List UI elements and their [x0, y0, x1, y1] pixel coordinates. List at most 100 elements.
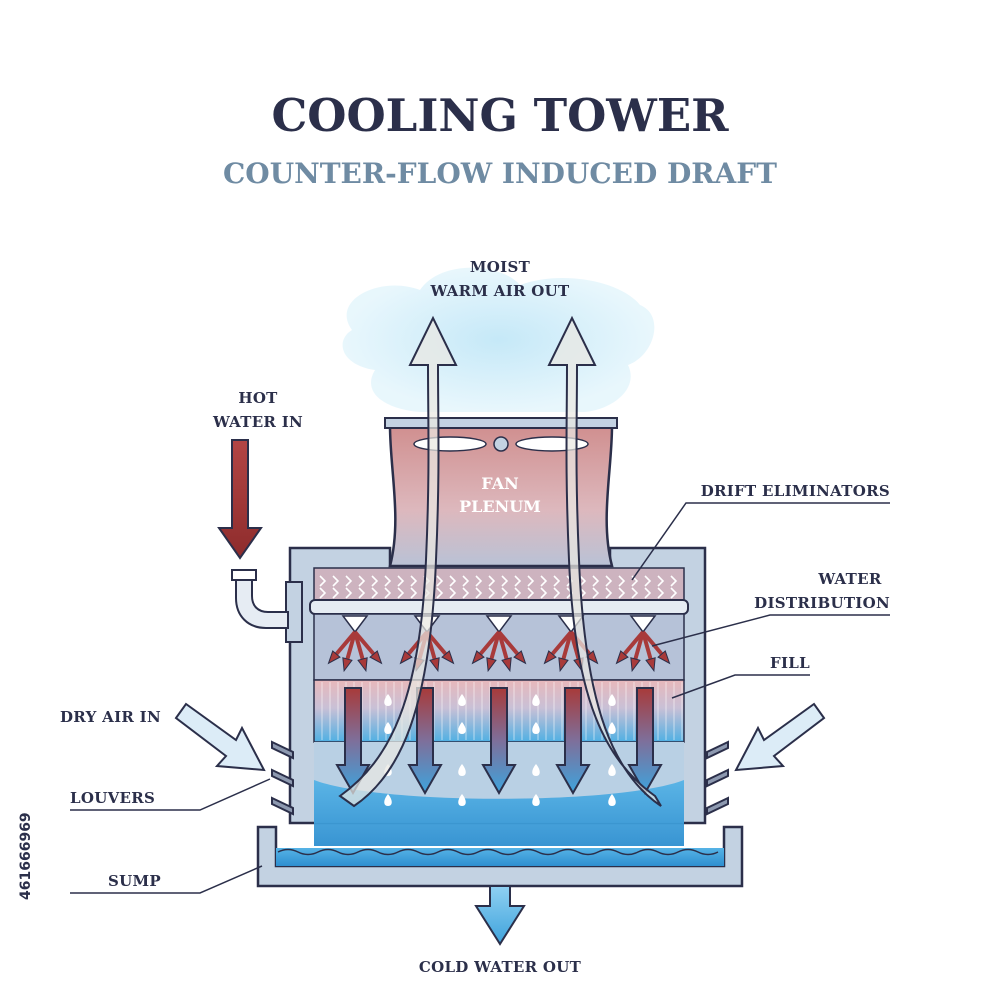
- drift-eliminators: [313, 567, 685, 603]
- stock-id: 461666969: [18, 812, 34, 900]
- sump: [256, 825, 744, 888]
- chevron-mark: [514, 575, 522, 587]
- basin-water: [314, 780, 684, 846]
- label-hot-water-in-line1: HOT: [238, 389, 278, 407]
- water-drop: [532, 722, 540, 734]
- label-cold-water-out: COLD WATER OUT: [419, 958, 582, 976]
- water-drop: [458, 794, 466, 806]
- leader-lines: [70, 502, 890, 894]
- chevron-mark: [345, 587, 353, 599]
- chevron-mark: [540, 587, 548, 599]
- water-drop: [458, 694, 466, 706]
- chevron-mark: [527, 575, 535, 587]
- chevron-mark: [397, 587, 405, 599]
- water-flow-down-arrow: [481, 687, 517, 796]
- chevron-mark: [527, 587, 535, 599]
- water-drop: [532, 764, 540, 776]
- fan-plenum: [384, 417, 618, 568]
- chevron-mark: [644, 587, 652, 599]
- chevron-mark: [488, 587, 496, 599]
- chevron-mark: [670, 587, 678, 599]
- chevron-mark: [592, 587, 600, 599]
- chevron-mark: [475, 587, 483, 599]
- label-moist-air-out-line1: MOIST: [470, 258, 531, 276]
- chevron-mark: [670, 575, 678, 587]
- chevron-mark: [553, 575, 561, 587]
- chevron-mark: [592, 575, 600, 587]
- air-flow-arrows: [338, 315, 662, 808]
- chevron-mark: [319, 587, 327, 599]
- chevron-mark: [410, 575, 418, 587]
- chevron-mark: [384, 575, 392, 587]
- page-subtitle: COUNTER-FLOW INDUCED DRAFT: [223, 157, 777, 190]
- water-flow-down-arrow: [555, 687, 591, 796]
- water-flow-down-arrow: [627, 687, 663, 796]
- chevron-mark: [553, 587, 561, 599]
- chevron-mark: [436, 575, 444, 587]
- louvers-left: [271, 740, 294, 816]
- louvers-right: [706, 740, 729, 816]
- water-drop: [608, 764, 616, 776]
- chevron-mark: [371, 575, 379, 587]
- chevron-mark: [436, 587, 444, 599]
- chevron-mark: [345, 575, 353, 587]
- chevron-mark: [397, 575, 405, 587]
- chevron-mark: [371, 587, 379, 599]
- chevron-mark: [631, 587, 639, 599]
- chevron-mark: [644, 575, 652, 587]
- chevron-mark: [332, 587, 340, 599]
- label-hot-water-in-line2: WATER IN: [212, 413, 303, 431]
- water-drop: [458, 764, 466, 776]
- chevron-mark: [618, 587, 626, 599]
- chevron-mark: [514, 587, 522, 599]
- chevron-mark: [501, 575, 509, 587]
- water-drop: [532, 794, 540, 806]
- chevron-mark: [358, 587, 366, 599]
- water-drop: [384, 794, 392, 806]
- chevron-mark: [410, 587, 418, 599]
- water-distribution-pipe: [309, 599, 689, 615]
- chevron-mark: [488, 575, 496, 587]
- water-flow-down-arrow: [407, 687, 443, 796]
- chevron-mark: [618, 575, 626, 587]
- water-drop: [608, 694, 616, 706]
- chevron-mark: [501, 587, 509, 599]
- chevron-mark: [462, 575, 470, 587]
- label-sump: SUMP: [108, 872, 161, 890]
- water-drop: [384, 694, 392, 706]
- chevron-mark: [475, 575, 483, 587]
- spray-nozzle-icon: [327, 615, 383, 673]
- label-moist-air-out-line2: WARM AIR OUT: [429, 282, 570, 300]
- dry-air-in-arrow-left: [174, 702, 266, 772]
- water-drop: [608, 722, 616, 734]
- water-drop: [458, 722, 466, 734]
- chevron-mark: [579, 575, 587, 587]
- label-louvers: LOUVERS: [70, 789, 155, 807]
- chevron-mark: [449, 575, 457, 587]
- label-dry-air-in: DRY AIR IN: [60, 708, 161, 726]
- water-drop: [532, 694, 540, 706]
- label-drift-eliminators: DRIFT ELIMINATORS: [701, 482, 890, 500]
- chevron-mark: [358, 575, 366, 587]
- label-fan-plenum-line2: PLENUM: [459, 497, 541, 516]
- label-water-distribution-line2: DISTRIBUTION: [754, 594, 890, 612]
- chevron-mark: [605, 575, 613, 587]
- chevron-mark: [605, 587, 613, 599]
- chevron-mark: [449, 587, 457, 599]
- spray-nozzle-icon: [471, 615, 527, 673]
- label-fan-plenum-line1: FAN: [481, 474, 518, 493]
- fan-icon: [413, 436, 589, 452]
- hot-water-arrow: [217, 439, 263, 560]
- label-fill: FILL: [770, 654, 810, 672]
- water-drop: [384, 722, 392, 734]
- hot-water-inlet-pipe: [231, 569, 303, 643]
- chevron-mark: [384, 587, 392, 599]
- chevron-mark: [319, 575, 327, 587]
- chevron-mark: [657, 575, 665, 587]
- page-title: COOLING TOWER: [271, 89, 729, 142]
- chevron-mark: [540, 575, 548, 587]
- dry-air-in-arrow-right: [734, 702, 826, 772]
- cold-water-out-arrow: [474, 885, 526, 946]
- water-drop: [608, 794, 616, 806]
